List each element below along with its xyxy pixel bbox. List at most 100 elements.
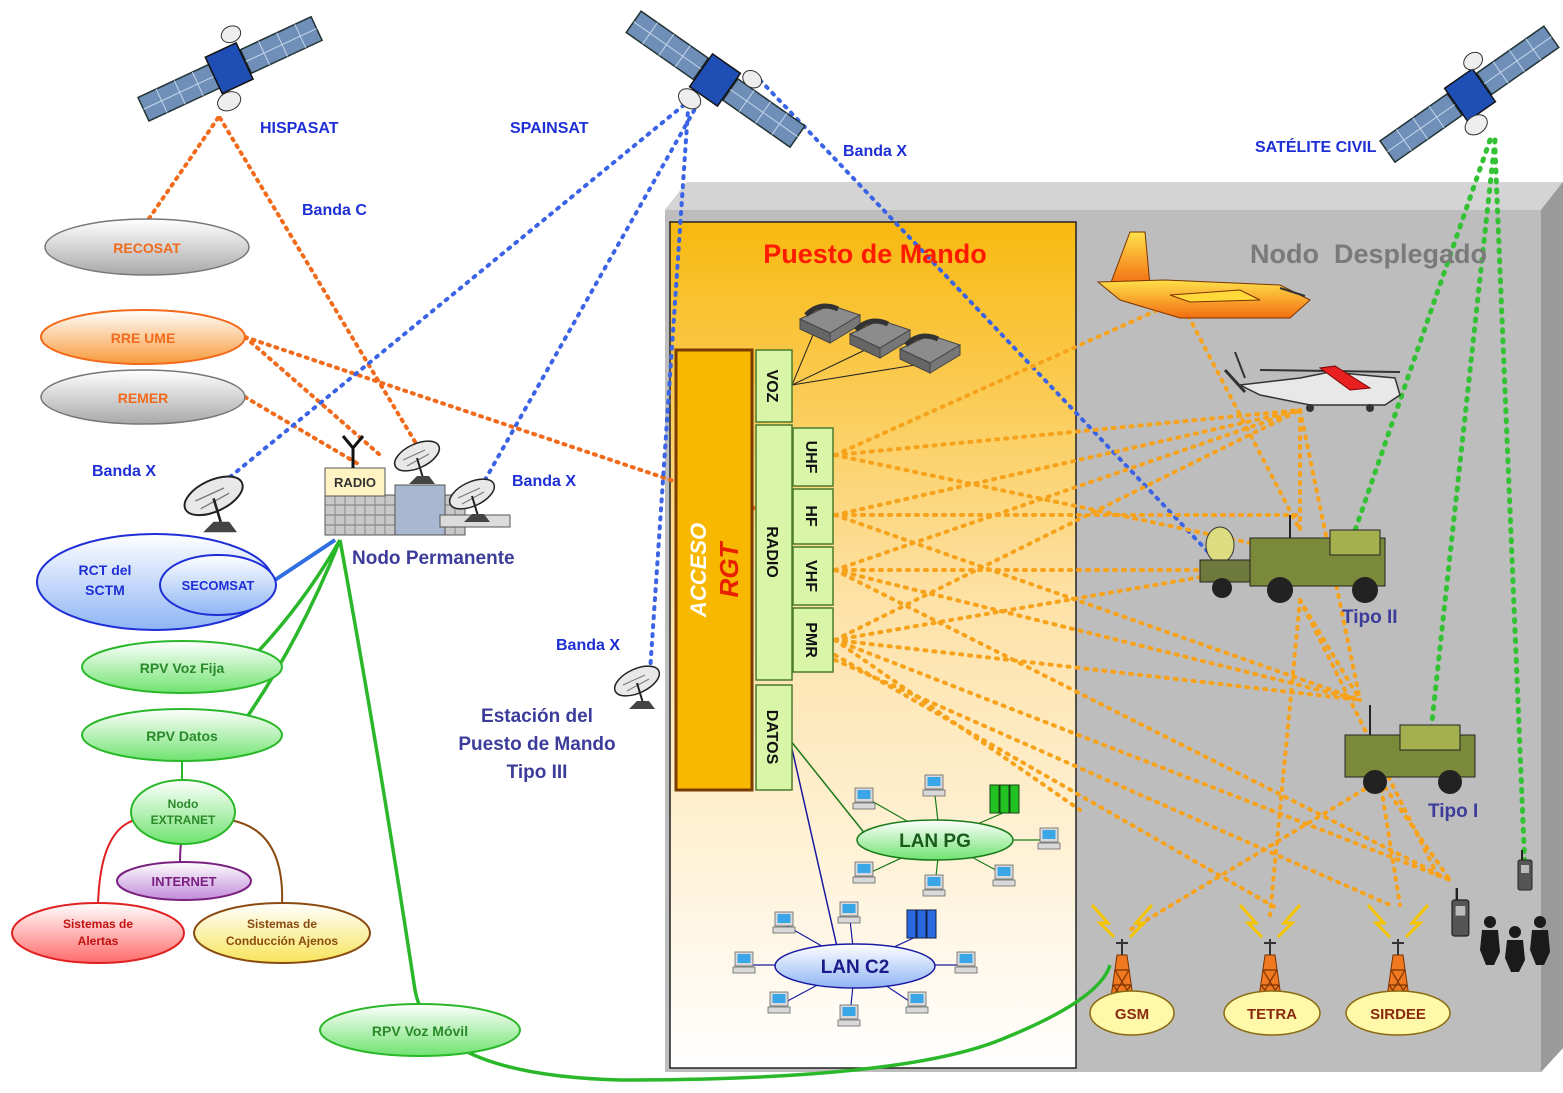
- rct-label-line1: RCT del: [79, 562, 132, 578]
- nodo-extranet-label-line2: EXTRANET: [151, 813, 216, 827]
- pc-icon: [732, 951, 756, 974]
- conduccion-label-line2: Conducción Ajenos: [226, 934, 339, 948]
- datos-label: DATOS: [763, 710, 780, 765]
- banda-x-spainsat-label: Banda X: [843, 143, 907, 160]
- rre-ume-node: RRE UME: [40, 309, 246, 365]
- banda-x-nodo-label: Banda X: [512, 473, 576, 490]
- nodo-permanente-building-icon: RADIO: [324, 435, 511, 536]
- nodo-extranet-node: Nodo EXTRANET: [130, 779, 236, 845]
- acceso-rgt-block: ACCESO RGT: [674, 348, 754, 792]
- radio-block-label: RADIO: [763, 526, 780, 578]
- pc-icon: [922, 774, 946, 797]
- rpv-voz-movil-label: RPV Voz Móvil: [372, 1023, 468, 1039]
- pc-icon: [922, 874, 946, 897]
- hf-block: HF: [792, 488, 834, 545]
- pc-icon: [837, 1004, 861, 1027]
- sirdee-node: SIRDEE: [1345, 990, 1451, 1036]
- vhf-block: VHF: [792, 546, 834, 606]
- sistemas-alertas-node: Sistemas de Alertas: [11, 902, 185, 964]
- secomsat-label: SECOMSAT: [182, 578, 255, 593]
- alertas-label-line2: Alertas: [78, 934, 119, 948]
- lan-pg-label: LAN PG: [899, 831, 971, 852]
- satellite-spainsat-icon: [625, 10, 806, 149]
- airplane-icon: [1096, 231, 1311, 319]
- pc-icon: [852, 787, 876, 810]
- radio-label: RADIO: [334, 475, 376, 490]
- puesto-de-mando-title: Puesto de Mando: [763, 239, 987, 269]
- rre-ume-label: RRE UME: [111, 330, 176, 346]
- rpv-voz-movil-node: RPV Voz Móvil: [319, 1003, 521, 1057]
- rpv-voz-fija-node: RPV Voz Fija: [81, 640, 283, 694]
- uhf-label: UHF: [802, 441, 819, 474]
- datos-block: DATOS: [755, 684, 793, 791]
- vhf-label: VHF: [802, 560, 819, 592]
- lan-c2-node: LAN C2: [774, 943, 936, 989]
- rgt-label: RGT: [714, 540, 744, 597]
- tetra-label: TETRA: [1247, 1006, 1297, 1023]
- remer-label: REMER: [118, 390, 169, 406]
- pc-icon: [954, 951, 978, 974]
- alertas-label-line1: Sistemas de: [63, 917, 133, 931]
- lan-c2-label: LAN C2: [821, 957, 890, 978]
- banda-x-left-label: Banda X: [92, 463, 156, 480]
- sirdee-label: SIRDEE: [1370, 1006, 1426, 1023]
- pc-icon: [852, 861, 876, 884]
- pmr-block: PMR: [792, 607, 834, 673]
- uhf-block: UHF: [792, 427, 834, 487]
- rpv-datos-node: RPV Datos: [81, 708, 283, 762]
- server-green-icon: [989, 784, 1020, 814]
- gsm-label: GSM: [1115, 1006, 1149, 1023]
- hf-label: HF: [802, 505, 819, 527]
- sistemas-conduccion-node: Sistemas de Conducción Ajenos: [193, 902, 371, 964]
- hispasat-label: HISPASAT: [260, 120, 339, 137]
- nodo-desplegado-title: Nodo Desplegado: [1250, 239, 1487, 269]
- estacion-label-line2: Puesto de Mando: [458, 734, 615, 755]
- internet-label: INTERNET: [152, 874, 217, 889]
- nodo-permanente-label: Nodo Permanente: [352, 548, 515, 569]
- rpv-datos-label: RPV Datos: [146, 728, 218, 744]
- estacion-label-line1: Estación del: [481, 706, 593, 727]
- satelite-civil-label: SATÉLITE CIVIL: [1255, 137, 1377, 156]
- satellite-civil-icon: [1379, 25, 1560, 164]
- conduccion-label-line1: Sistemas de: [247, 917, 317, 931]
- estacion-label-line3: Tipo III: [507, 762, 568, 783]
- rpv-voz-fija-label: RPV Voz Fija: [140, 660, 225, 676]
- satellite-hispasat-icon: [136, 15, 324, 123]
- dish-nodo-1-icon: [389, 433, 445, 485]
- pc-icon: [1037, 827, 1061, 850]
- spainsat-label: SPAINSAT: [510, 120, 589, 137]
- soldiers-icon: [1480, 916, 1550, 972]
- dish-estacion-icon: [609, 658, 665, 710]
- pc-icon: [772, 911, 796, 934]
- helicopter-icon: [1223, 351, 1401, 412]
- connection-lines: [97, 78, 1528, 1082]
- tipo-i-label: Tipo I: [1428, 801, 1478, 822]
- pmr-label: PMR: [802, 622, 819, 658]
- server-blue-icon: [906, 909, 937, 939]
- internet-node: INTERNET: [116, 861, 252, 901]
- pc-icon: [905, 991, 929, 1014]
- rct-label-line2: SCTM: [85, 582, 125, 598]
- recosat-label: RECOSAT: [113, 240, 181, 256]
- pc-icon: [767, 991, 791, 1014]
- pc-icon: [992, 864, 1016, 887]
- rct-sctm-node: RCT del SCTM SECOMSAT: [36, 533, 277, 631]
- voz-block: VOZ: [755, 349, 793, 423]
- voz-label: VOZ: [763, 370, 780, 403]
- vehicle-tipo-i-icon: [1344, 705, 1476, 794]
- lan-pg-node: LAN PG: [856, 819, 1014, 861]
- nodo-extranet-label-line1: Nodo: [168, 797, 199, 811]
- vehicle-tipo-ii-icon: [1199, 515, 1386, 603]
- radio-block: RADIO: [755, 424, 793, 681]
- banda-x-station-label: Banda X: [556, 637, 620, 654]
- tipo-ii-label: Tipo II: [1342, 607, 1398, 628]
- pc-icon: [837, 901, 861, 924]
- recosat-node: RECOSAT: [44, 218, 250, 276]
- dish-left-icon: [177, 467, 250, 534]
- gsm-node: GSM: [1089, 990, 1175, 1036]
- acceso-label: ACCESO: [686, 523, 711, 618]
- tetra-node: TETRA: [1223, 990, 1321, 1036]
- banda-c-label: Banda C: [302, 202, 367, 219]
- remer-node: REMER: [40, 369, 246, 425]
